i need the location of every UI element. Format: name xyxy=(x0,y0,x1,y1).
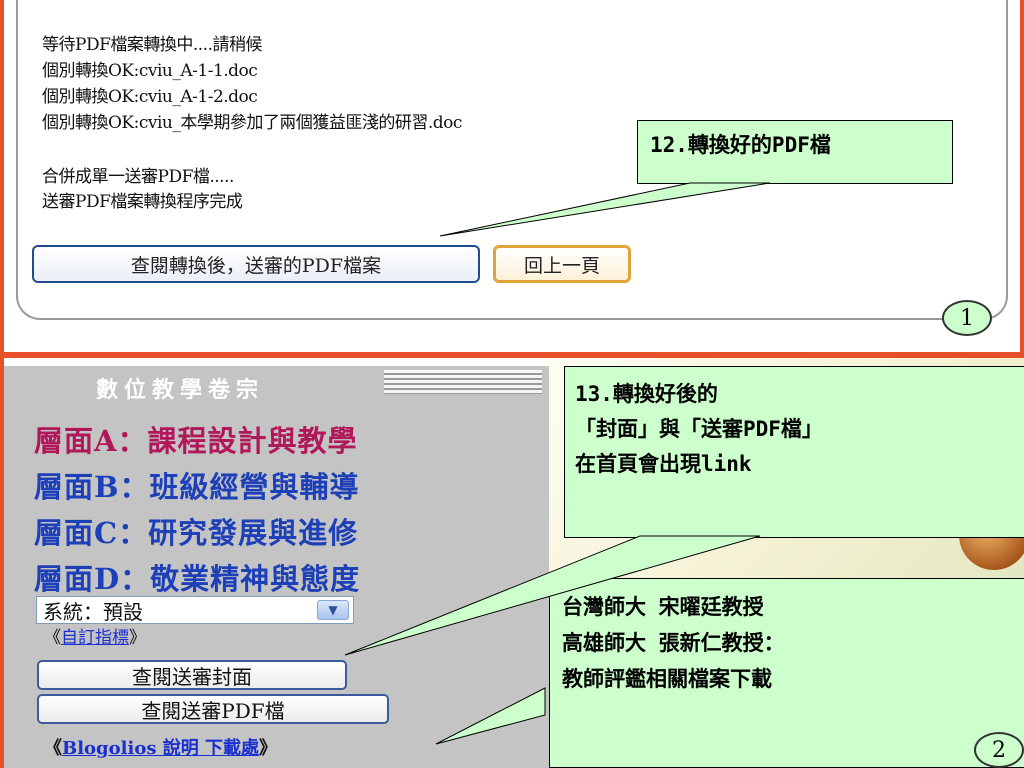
callout-homepage-links: 13.轉換好後的 「封面」與「送審PDF檔」 在首頁會出現link xyxy=(564,366,1024,538)
conversion-panel: 等待PDF檔案轉換中....請稍候 個別轉換OK:cviu_A-1-1.doc … xyxy=(0,0,1024,358)
system-select[interactable]: 系統：預設 ▼ xyxy=(36,596,354,624)
callout-line: 教師評鑑相關檔案下載 xyxy=(562,667,772,691)
step-badge: 1 xyxy=(942,300,992,336)
level-b-link[interactable]: 層面B：班級經營與輔導 xyxy=(34,470,360,504)
log-line: 合併成單一送審PDF檔..... xyxy=(42,167,234,187)
portfolio-sidebar: 數位教學卷宗 層面A：課程設計與教學 層面B：班級經營與輔導 層面C：研究發展與… xyxy=(4,366,549,768)
blogolios-link-row: 《Blogolios 說明 下載處》 xyxy=(44,734,277,760)
log-line: 個別轉換OK:cviu_A-1-1.doc xyxy=(42,61,258,81)
custom-indicator-row: 《自訂指標》 xyxy=(44,623,146,648)
callout-line: 在首頁會出現link xyxy=(575,452,752,476)
callout-professors: 台灣師大 宋曜廷教授 高雄師大 張新仁教授： 教師評鑑相關檔案下載 xyxy=(549,578,1024,768)
bracket-open: 《 xyxy=(44,628,61,648)
view-cover-button[interactable]: 查閱送審封面 xyxy=(37,660,347,690)
view-review-pdf-button[interactable]: 查閱送審PDF檔 xyxy=(37,694,389,724)
callout-line: 高雄師大 張新仁教授： xyxy=(562,631,785,655)
level-a-link[interactable]: 層面A：課程設計與教學 xyxy=(34,424,358,458)
view-converted-pdf-button[interactable]: 查閱轉換後，送審的PDF檔案 xyxy=(32,245,480,283)
log-line: 等待PDF檔案轉換中....請稍候 xyxy=(42,35,262,55)
bracket-close: 》 xyxy=(259,738,277,759)
sidebar-title: 數位教學卷宗 xyxy=(96,377,265,403)
portfolio-panel: 數位教學卷宗 層面A：課程設計與教學 層面B：班級經營與輔導 層面C：研究發展與… xyxy=(0,358,1024,768)
callout-line: 13.轉換好後的 xyxy=(575,382,718,406)
callout-converted-pdf: 12.轉換好的PDF檔 xyxy=(637,120,953,184)
level-d-link[interactable]: 層面D：敬業精神與態度 xyxy=(34,562,361,596)
bracket-open: 《 xyxy=(44,738,62,759)
step-badge: 2 xyxy=(974,732,1024,768)
log-line: 個別轉換OK:cviu_本學期參加了兩個獲益匪淺的研習.doc xyxy=(42,113,462,133)
blogolios-download-link[interactable]: Blogolios 說明 下載處 xyxy=(62,738,259,759)
log-line: 個別轉換OK:cviu_A-1-2.doc xyxy=(42,87,258,107)
custom-indicator-link[interactable]: 自訂指標 xyxy=(61,628,129,648)
title-bar-decoration xyxy=(384,370,542,394)
callout-line: 台灣師大 宋曜廷教授 xyxy=(562,595,764,619)
level-c-link[interactable]: 層面C：研究發展與進修 xyxy=(34,516,359,550)
system-select-value: 系統：預設 xyxy=(43,599,143,624)
log-line: 送審PDF檔案轉換程序完成 xyxy=(42,192,243,212)
callout-text: 12.轉換好的PDF檔 xyxy=(650,133,831,157)
back-button[interactable]: 回上一頁 xyxy=(493,245,631,283)
callout-line: 「封面」與「送審PDF檔」 xyxy=(575,417,823,441)
chevron-down-icon[interactable]: ▼ xyxy=(317,600,349,620)
bracket-close: 》 xyxy=(129,628,146,648)
